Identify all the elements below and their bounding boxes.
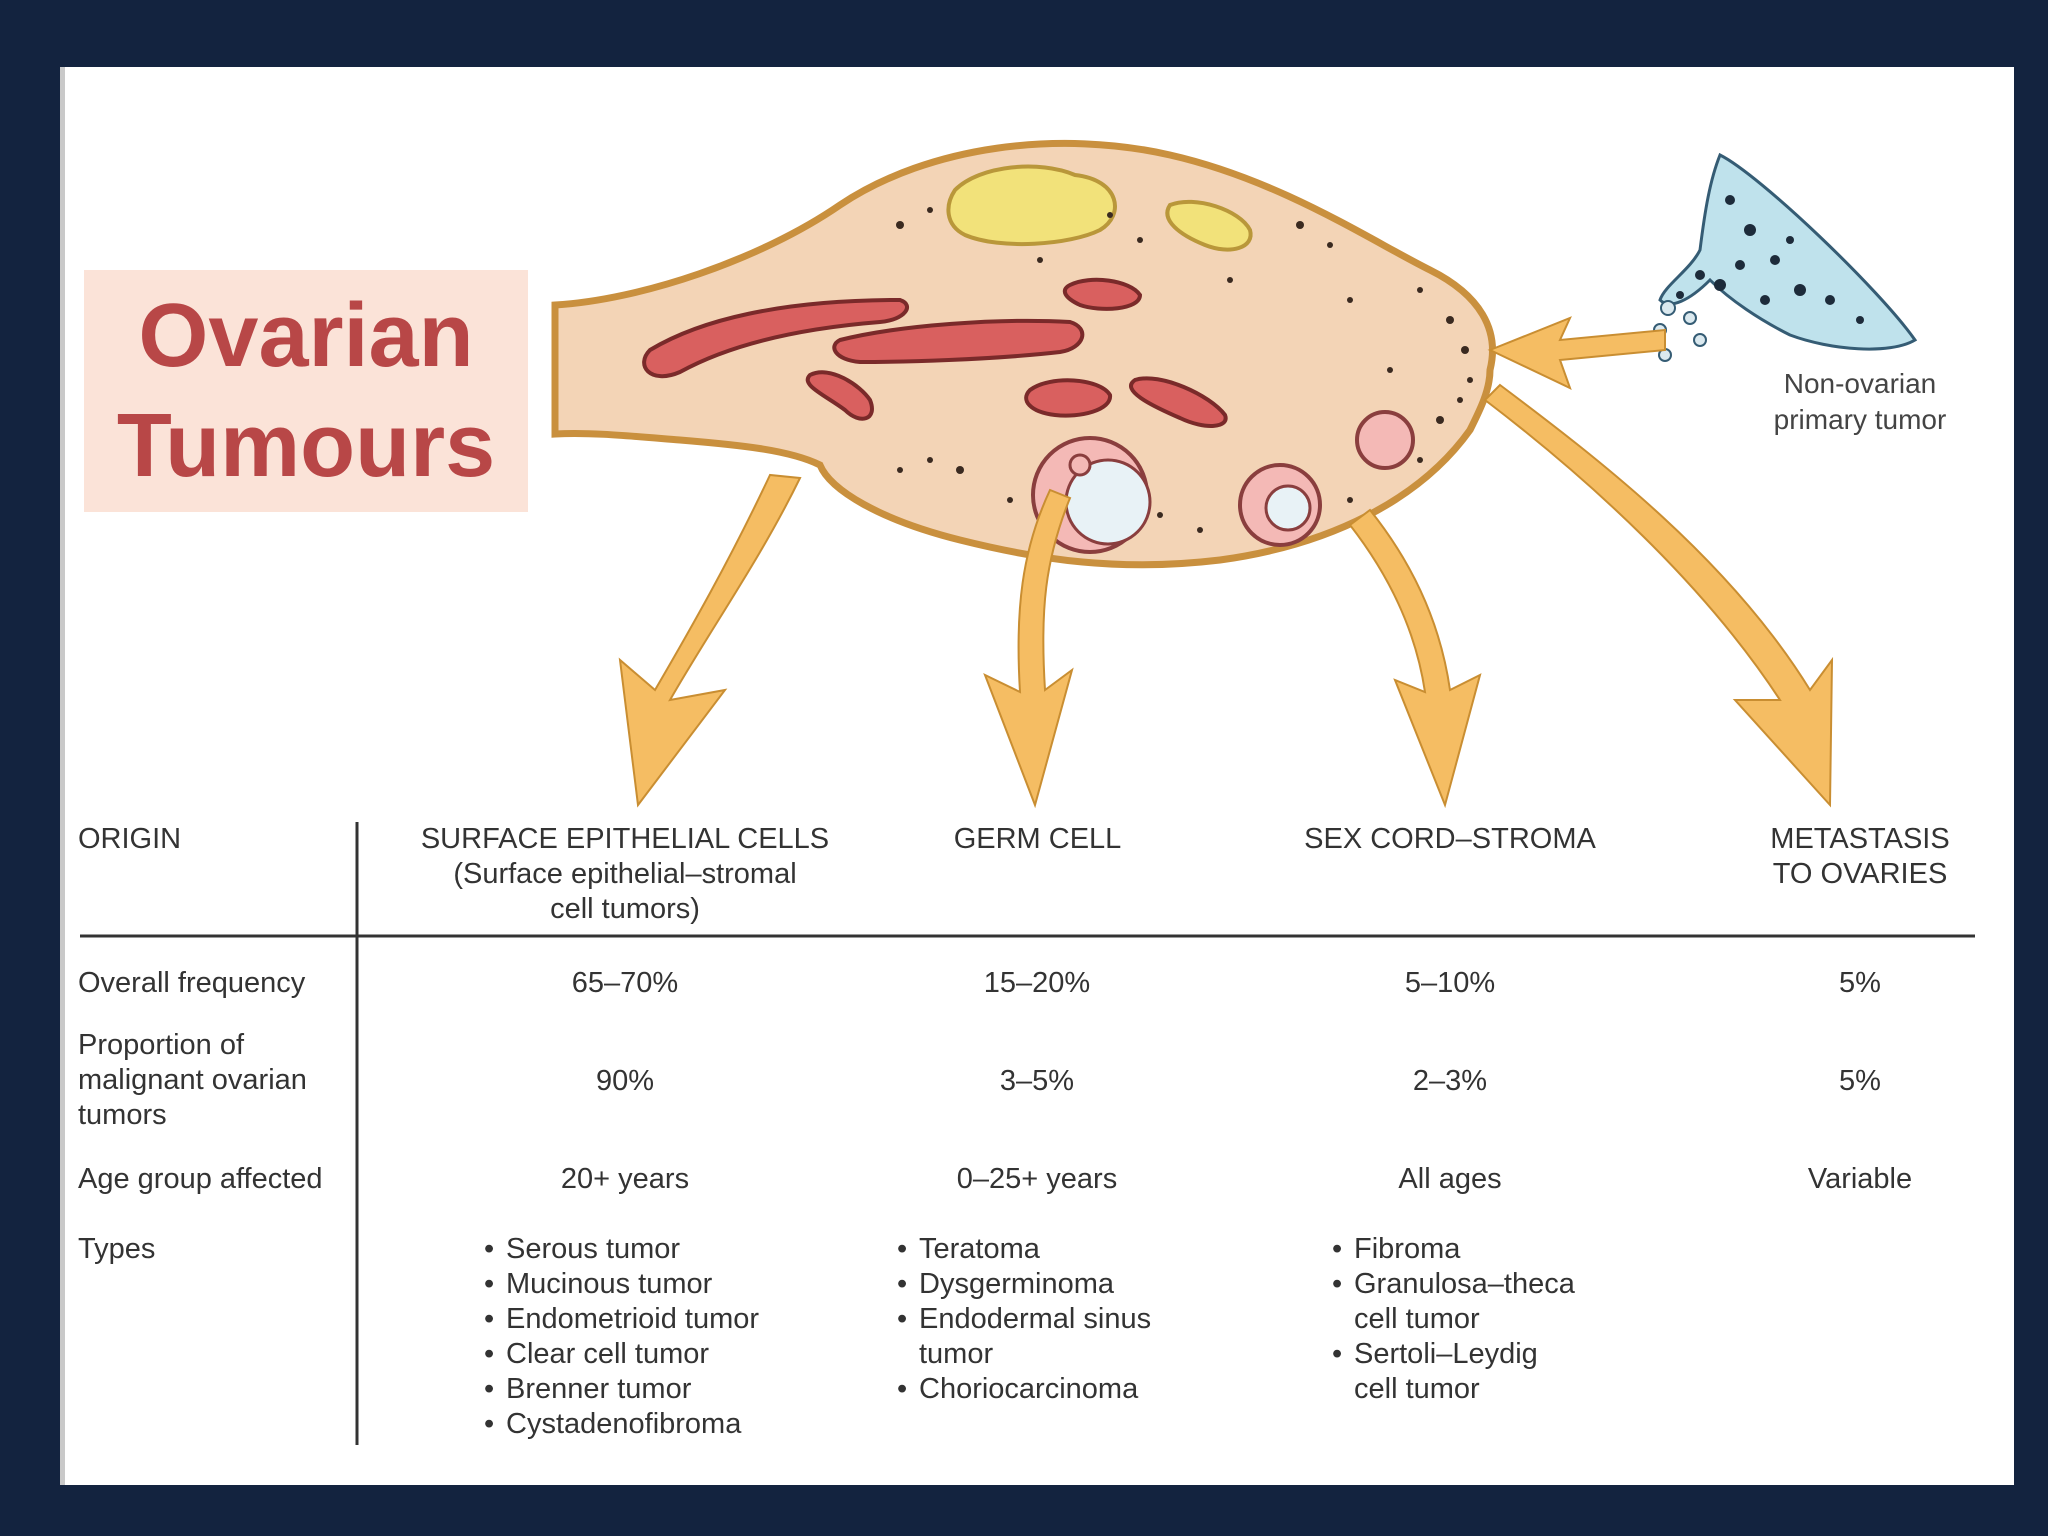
- header-surface-epithelial-line-2: (Surface epithelial–stromal: [453, 858, 797, 890]
- cell-frequency-surface: 65–70%: [571, 967, 679, 999]
- cell-malignant-metastasis: 5%: [1839, 1065, 1881, 1097]
- non-ovarian-tumor: [1658, 152, 1918, 351]
- arrows: [618, 316, 1834, 809]
- header-metastasis-line-1: METASTASIS: [1770, 823, 1950, 855]
- header-sex-cord-stroma-line-1: SEX CORD–STROMA: [1304, 823, 1596, 855]
- origin-label: ORIGIN: [78, 823, 182, 855]
- row-label-types: Types: [78, 1233, 156, 1265]
- row-label-age-group: Age group affected: [78, 1163, 323, 1195]
- list-item: Sertoli–Leydig: [1332, 1337, 1652, 1372]
- vessel-1: [642, 297, 909, 379]
- arrow-metastasis-ovaries: [1483, 383, 1834, 808]
- list-item: Dysgerminoma: [897, 1267, 1217, 1302]
- arrow-surface-epithelial: [618, 473, 802, 808]
- vessel-6: [1062, 277, 1143, 311]
- header-surface-epithelial-line-3: cell tumors): [550, 893, 700, 925]
- cell-frequency-metastasis: 5%: [1839, 967, 1881, 999]
- tumor-cell-dots: [1676, 195, 1864, 324]
- follicle-small: [1355, 410, 1415, 470]
- list-item-continuation: cell tumor: [1354, 1373, 1480, 1405]
- list-item: Serous tumor: [484, 1232, 824, 1267]
- cell-age-surface: 20+ years: [560, 1163, 690, 1195]
- row-label-proportion-line-1: Proportion of: [78, 1029, 245, 1061]
- list-item-continuation: tumor: [919, 1338, 994, 1370]
- header-germ-cell-line-1: GERM CELL: [953, 823, 1122, 855]
- follicle-tiny: [1068, 453, 1092, 477]
- row-label-proportion-malignant: Proportion of malignant ovarian tumors: [78, 1028, 307, 1133]
- list-item: Granulosa–theca: [1332, 1267, 1652, 1302]
- header-germ-cell: GERM CELL: [900, 822, 1175, 857]
- list-item: Cystadenofibroma: [484, 1407, 824, 1442]
- title-line-2: Tumours: [116, 396, 496, 496]
- header-metastasis: METASTASIS TO OVARIES: [1725, 822, 1995, 892]
- list-item: Teratoma: [897, 1232, 1217, 1267]
- types-list-germ: Teratoma Dysgerminoma Endodermal sinus t…: [897, 1232, 1217, 1407]
- title-box: Ovarian Tumours: [84, 270, 528, 512]
- vessel-2: [832, 318, 1085, 365]
- cell-frequency-germ: 15–20%: [983, 967, 1091, 999]
- header-sex-cord-stroma: SEX CORD–STROMA: [1260, 822, 1640, 857]
- header-surface-epithelial-line-1: SURFACE EPITHELIAL CELLS: [420, 823, 830, 855]
- list-item: Fibroma: [1332, 1232, 1652, 1267]
- row-label-proportion-line-2: malignant ovarian: [78, 1064, 307, 1096]
- list-item: Brenner tumor: [484, 1372, 824, 1407]
- cell-age-sexcord: All ages: [1398, 1163, 1502, 1195]
- list-item: Endodermal sinus: [897, 1302, 1217, 1337]
- list-item-continuation: cell tumor: [1354, 1303, 1480, 1335]
- row-label-overall-frequency: Overall frequency: [78, 967, 306, 999]
- cell-malignant-surface: 90%: [595, 1065, 655, 1097]
- header-metastasis-line-2: TO OVARIES: [1772, 858, 1948, 890]
- cell-age-metastasis: Variable: [1807, 1163, 1913, 1195]
- cell-malignant-sexcord: 2–3%: [1412, 1065, 1488, 1097]
- arrow-into-ovary: [1487, 316, 1666, 390]
- non-ovarian-note-line-2: primary tumor: [1773, 404, 1947, 435]
- arrow-sex-cord: [1348, 508, 1482, 809]
- row-label-proportion-line-3: tumors: [78, 1099, 167, 1131]
- header-surface-epithelial: SURFACE EPITHELIAL CELLS (Surface epithe…: [380, 822, 870, 927]
- title-line-1: Ovarian: [138, 286, 474, 386]
- list-item: Clear cell tumor: [484, 1337, 824, 1372]
- list-item: Endometrioid tumor: [484, 1302, 824, 1337]
- cell-frequency-sexcord: 5–10%: [1404, 967, 1496, 999]
- list-item: Choriocarcinoma: [897, 1372, 1217, 1407]
- non-ovarian-note: Non-ovarian primary tumor: [1730, 366, 1990, 438]
- stroma-dots: [896, 207, 1473, 533]
- types-list-sexcord: Fibroma Granulosa–theca cell tumor Serto…: [1332, 1232, 1652, 1407]
- cell-malignant-germ: 3–5%: [999, 1065, 1075, 1097]
- list-item: Mucinous tumor: [484, 1267, 824, 1302]
- corpus-albicans: [1165, 199, 1253, 252]
- follicle-medium-antrum: [1264, 484, 1312, 532]
- non-ovarian-note-line-1: Non-ovarian: [1783, 368, 1937, 399]
- arrow-germ-cell: [983, 488, 1074, 809]
- vessel-4: [1024, 378, 1112, 418]
- cell-age-germ: 0–25+ years: [956, 1163, 1118, 1195]
- corpus-luteum-large: [946, 164, 1117, 247]
- types-list-surface: Serous tumor Mucinous tumor Endometrioid…: [484, 1232, 824, 1442]
- vessel-5: [1129, 376, 1228, 428]
- vessel-3: [805, 370, 874, 421]
